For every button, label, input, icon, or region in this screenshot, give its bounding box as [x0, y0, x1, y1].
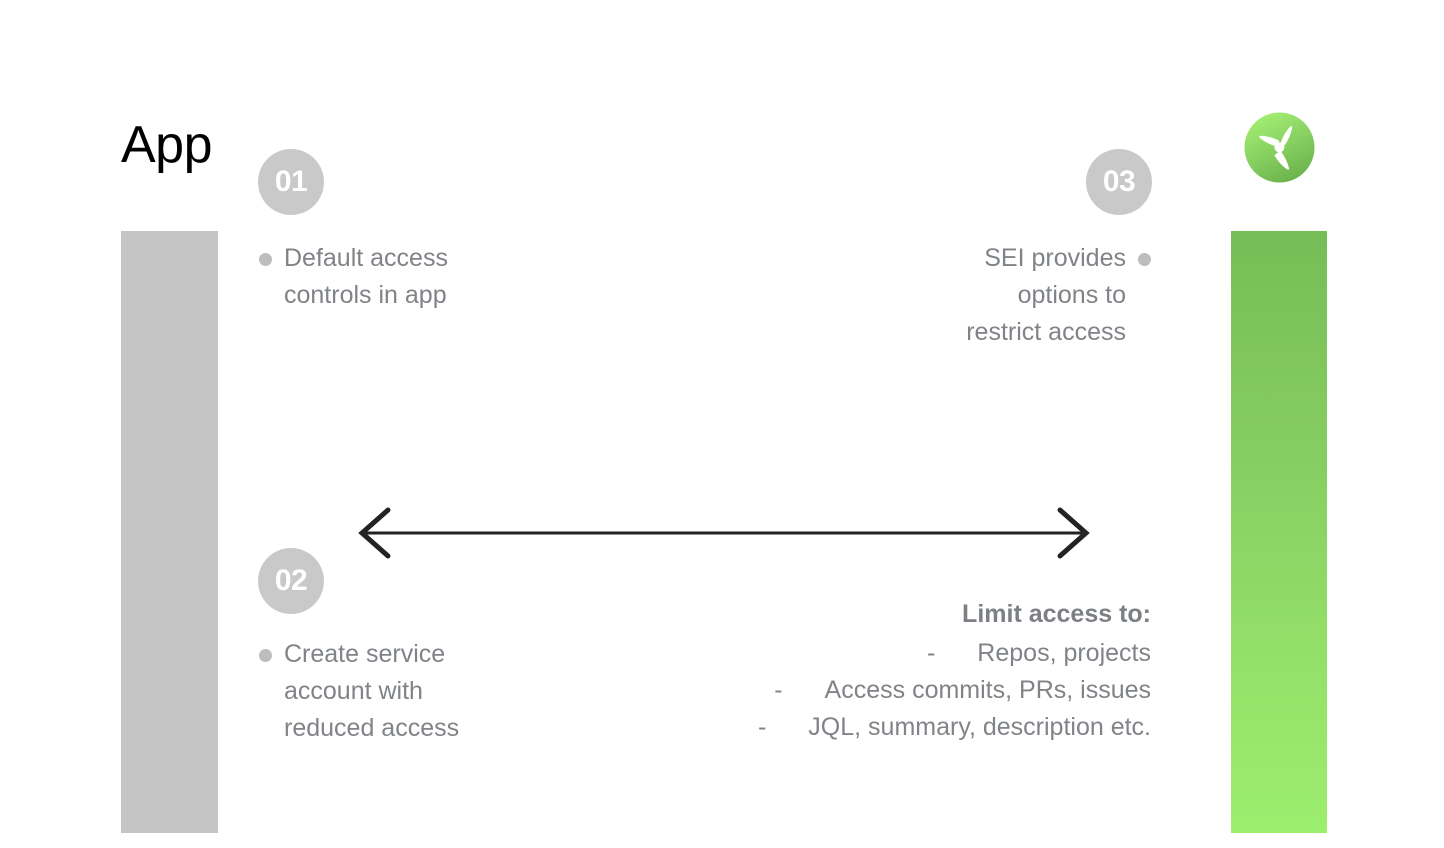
- left-gray-bar: [121, 231, 218, 833]
- limit-access-item-label: JQL, summary, description etc.: [808, 713, 1151, 741]
- list-dash: -: [774, 676, 783, 704]
- double-headed-arrow-icon: [348, 505, 1100, 561]
- limit-access-item-label: Access commits, PRs, issues: [824, 676, 1151, 704]
- step-bullet-02: Create service account with reduced acce…: [259, 636, 459, 747]
- bullet-dot-icon: [259, 649, 272, 662]
- step-badge-02: 02: [258, 548, 324, 614]
- limit-access-block: Limit access to: - Repos, projects - Acc…: [758, 596, 1151, 746]
- step-bullet-text-01: Default access controls in app: [284, 244, 448, 309]
- step-bullet-01: Default access controls in app: [259, 240, 448, 314]
- step-bullet-text-03: SEI provides options to restrict access: [966, 244, 1126, 346]
- bullet-dot-icon: [259, 253, 272, 266]
- list-dash: -: [757, 713, 767, 741]
- page-title: App: [121, 116, 213, 174]
- limit-access-item: - Access commits, PRs, issues: [758, 672, 1151, 709]
- list-dash: -: [926, 639, 936, 667]
- limit-access-item-label: Repos, projects: [977, 639, 1151, 667]
- limit-access-title: Limit access to:: [962, 600, 1151, 628]
- limit-access-item: - Repos, projects: [758, 635, 1151, 672]
- step-bullet-03: SEI provides options to restrict access: [966, 240, 1151, 351]
- propeller-logo-icon: [1244, 112, 1315, 183]
- step-badge-01: 01: [258, 149, 324, 215]
- limit-access-item: - JQL, summary, description etc.: [758, 709, 1151, 746]
- step-badge-03: 03: [1086, 149, 1152, 215]
- bullet-dot-icon: [1138, 253, 1151, 266]
- right-green-bar: [1231, 231, 1327, 833]
- step-bullet-text-02: Create service account with reduced acce…: [284, 640, 460, 742]
